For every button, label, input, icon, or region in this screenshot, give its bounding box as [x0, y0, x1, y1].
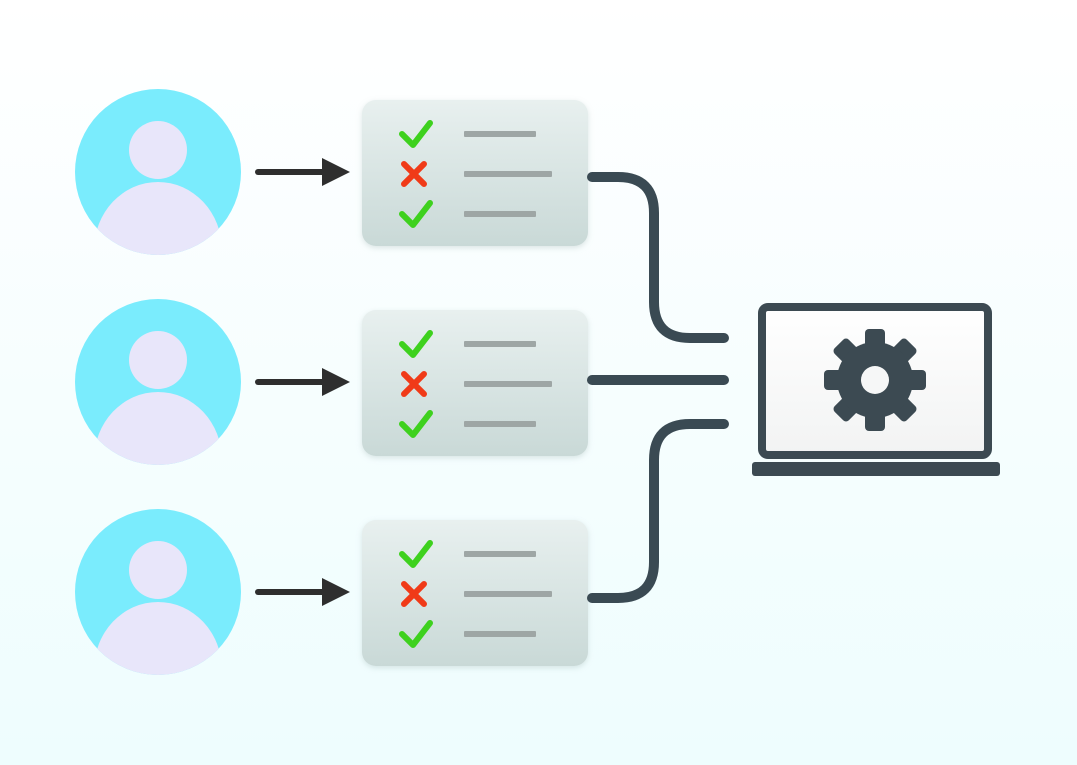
check-icon: [399, 620, 433, 648]
user-icon: [94, 541, 222, 675]
checklist-item: [399, 200, 536, 228]
avatar: [75, 299, 241, 465]
arrow-right-icon: [255, 368, 350, 396]
user-rows: [75, 89, 588, 675]
checklist-card: [362, 520, 588, 666]
laptop-icon: [752, 303, 1000, 476]
text-line-placeholder: [464, 171, 552, 177]
avatar: [75, 509, 241, 675]
user-row: [75, 89, 588, 255]
user-row: [75, 509, 588, 675]
checklist-item: [399, 120, 536, 148]
checklist-item: [401, 371, 552, 397]
avatar: [75, 89, 241, 255]
cross-icon: [401, 581, 427, 607]
text-line-placeholder: [464, 551, 536, 557]
user-icon: [94, 121, 222, 255]
text-line-placeholder: [464, 631, 536, 637]
gear-icon: [824, 329, 926, 431]
checklist-card: [362, 310, 588, 456]
arrow-right-icon: [255, 158, 350, 186]
text-line-placeholder: [464, 381, 552, 387]
text-line-placeholder: [464, 211, 536, 217]
checklist-item: [401, 581, 552, 607]
checklist-item: [399, 330, 536, 358]
check-icon: [399, 540, 433, 568]
checklist-item: [399, 620, 536, 648]
checklist-card: [362, 100, 588, 246]
check-icon: [399, 120, 433, 148]
cross-icon: [401, 161, 427, 187]
check-icon: [399, 410, 433, 438]
connector-bottom: [587, 419, 729, 603]
user-row: [75, 299, 588, 465]
text-line-placeholder: [464, 591, 552, 597]
connector-top: [587, 172, 729, 343]
check-icon: [399, 330, 433, 358]
user-icon: [94, 331, 222, 465]
check-icon: [399, 200, 433, 228]
connector-lines: [587, 172, 729, 603]
cross-icon: [401, 371, 427, 397]
checklist-item: [401, 161, 552, 187]
text-line-placeholder: [464, 341, 536, 347]
checklist-item: [399, 540, 536, 568]
text-line-placeholder: [464, 131, 536, 137]
laptop-base: [752, 462, 1000, 476]
text-line-placeholder: [464, 421, 536, 427]
arrow-right-icon: [255, 578, 350, 606]
checklist-item: [399, 410, 536, 438]
